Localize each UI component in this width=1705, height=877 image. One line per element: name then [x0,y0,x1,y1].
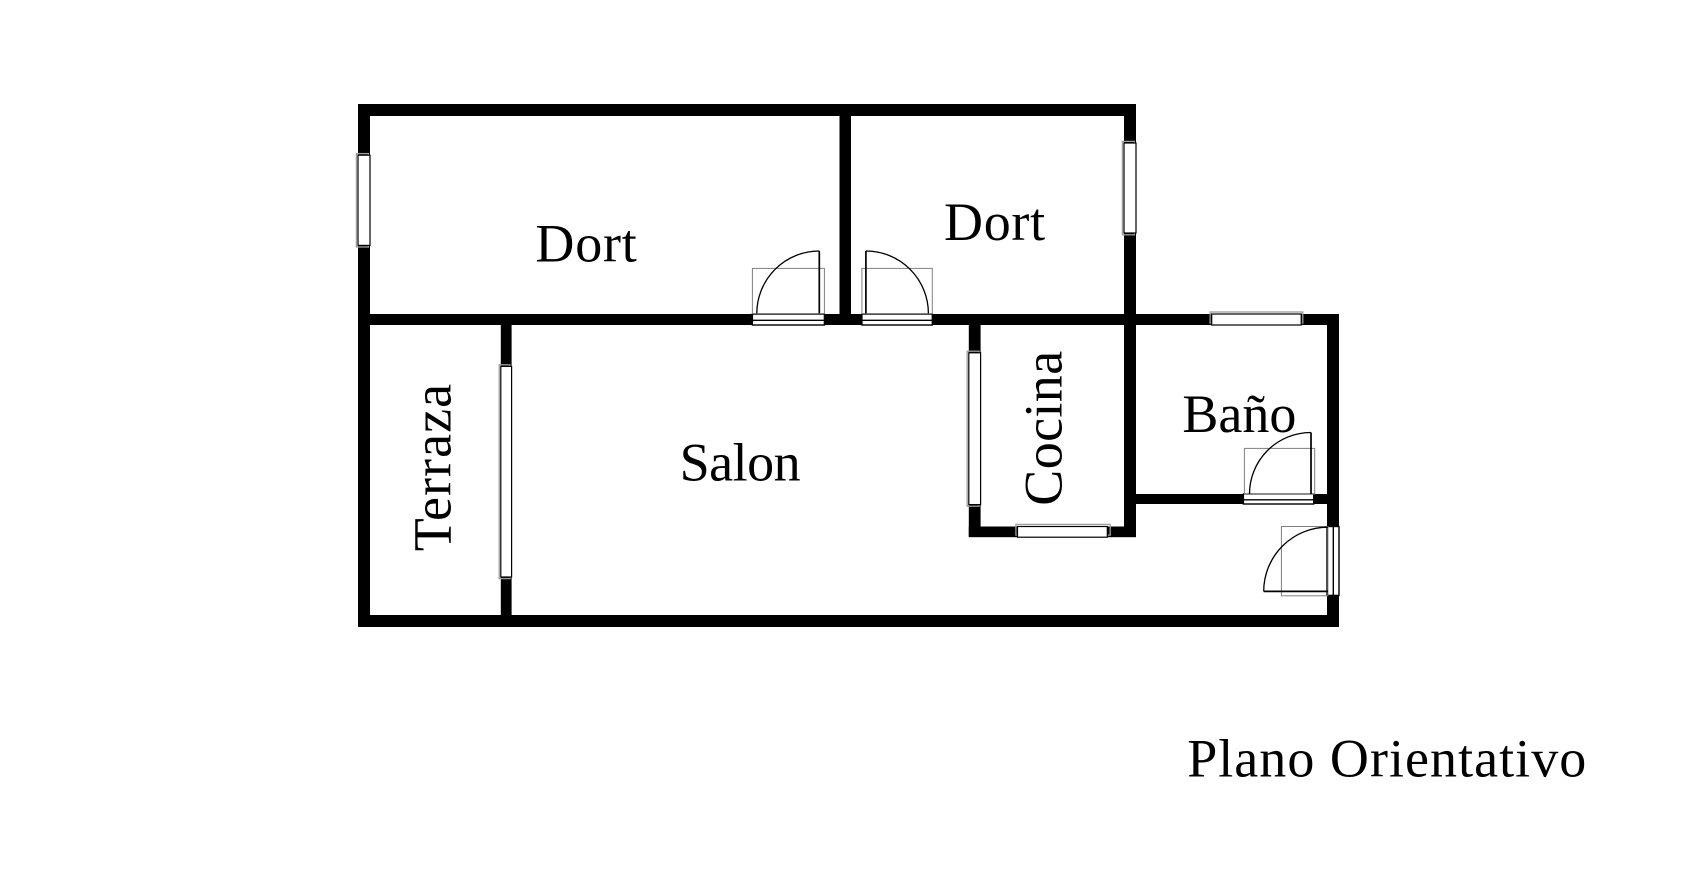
svg-text:Plano Orientativo: Plano Orientativo [1187,729,1587,789]
svg-text:Terraza: Terraza [403,383,463,551]
svg-text:Dort: Dort [535,214,637,274]
svg-text:Dort: Dort [944,192,1046,252]
svg-text:Baño: Baño [1182,384,1296,444]
svg-text:Cocina: Cocina [1013,350,1073,505]
svg-text:Salon: Salon [680,433,801,493]
